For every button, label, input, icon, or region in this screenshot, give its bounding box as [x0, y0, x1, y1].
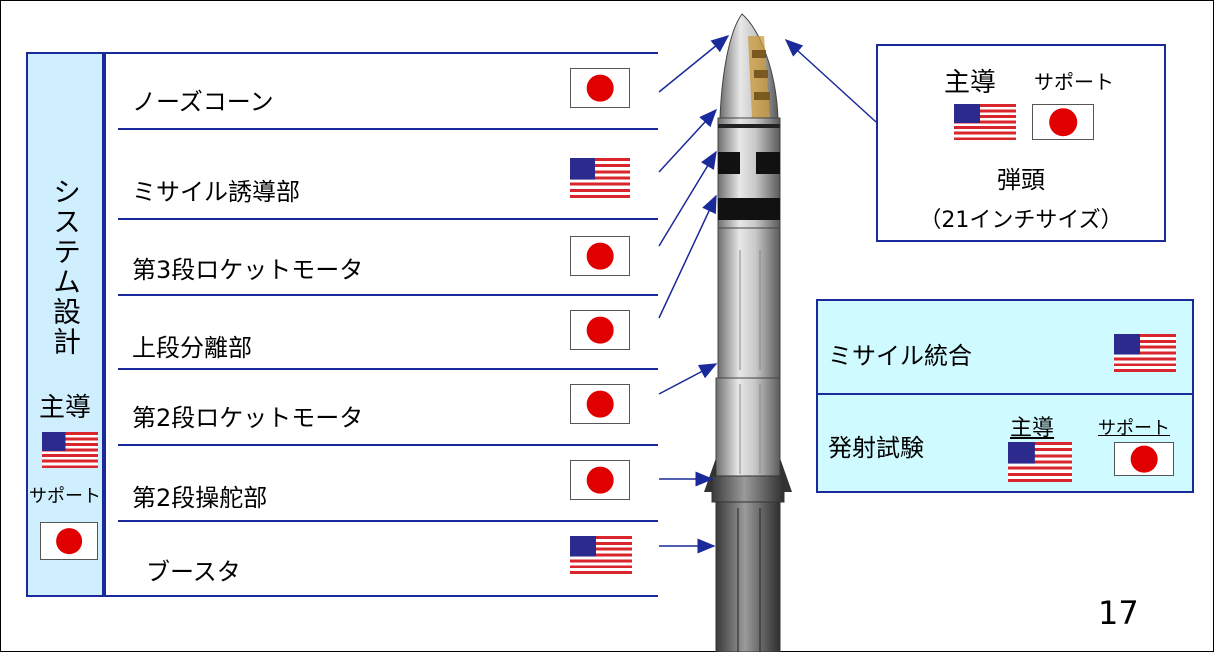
launch-test-support-label: サポート [1098, 418, 1170, 439]
component-booster-us-flag-icon [570, 536, 632, 574]
warhead-name: 弾頭 [997, 166, 1045, 194]
row-divider [118, 520, 658, 522]
system-support-jp-flag-icon [40, 522, 98, 560]
rocket-third-stage [717, 227, 781, 379]
arrow-separation [658, 194, 717, 319]
missile-integration-label: ミサイル統合 [828, 342, 972, 370]
rocket-nose-cone [719, 13, 779, 119]
component-separation-jp-flag-icon [570, 310, 630, 350]
row-divider [118, 444, 658, 446]
arrow-guidance [658, 108, 718, 173]
component-label: 第3段ロケットモータ [132, 256, 364, 284]
system-design-title-wrap: システム設計 [45, 152, 85, 382]
launch-test-support-jp-flag-icon [1114, 442, 1174, 476]
component-label: ノーズコーン [132, 88, 274, 116]
system-design-column: システム設計 主導 サポート [26, 52, 104, 597]
system-support-label: サポート [29, 486, 101, 507]
component-nose-cone-jp-flag-icon [570, 68, 630, 108]
warhead-support-label: サポート [1034, 70, 1114, 94]
arrow-warhead [784, 38, 877, 123]
row-divider [118, 368, 658, 370]
arrow-second-stage [658, 363, 718, 395]
component-label: 第2段操舵部 [132, 484, 268, 512]
arrow-third-stage [658, 150, 717, 247]
component-third-stage-jp-flag-icon [570, 236, 630, 276]
warhead-lead-us-flag-icon [954, 104, 1016, 140]
system-lead-us-flag-icon [42, 432, 98, 468]
component-label: ミサイル誘導部 [132, 178, 300, 206]
row-divider [118, 294, 658, 296]
launch-test-lead-us-flag-icon [1008, 442, 1072, 482]
rocket-booster [715, 501, 781, 652]
warhead-lead-label: 主導 [944, 68, 997, 98]
warhead-size: （21インチサイズ） [919, 208, 1123, 233]
integration-divider [816, 393, 1194, 395]
integration-us-flag-icon [1114, 334, 1176, 372]
component-second-stage-jp-flag-icon [570, 384, 630, 424]
components-table [104, 52, 658, 597]
page-number: 17 [1098, 594, 1139, 632]
component-guidance-us-flag-icon [570, 158, 630, 198]
rocket-guidance-section [717, 117, 781, 229]
arrow-nose-cone [658, 35, 730, 93]
system-lead-label: 主導 [38, 393, 91, 423]
component-label: 第2段ロケットモータ [132, 404, 364, 432]
launch-test-label: 発射試験 [828, 434, 924, 462]
row-divider [118, 218, 658, 220]
warhead-support-jp-flag-icon [1032, 104, 1094, 140]
arrows [658, 35, 877, 554]
component-label: 上段分離部 [132, 334, 252, 362]
row-divider [118, 128, 658, 130]
component-label: ブースタ [146, 558, 241, 586]
system-design-title: システム設計 [49, 177, 82, 357]
warhead-box [876, 44, 1166, 242]
component-steering-jp-flag-icon [570, 460, 630, 500]
rocket-second-stage [715, 377, 781, 479]
launch-test-lead-label: 主導 [1010, 416, 1055, 441]
